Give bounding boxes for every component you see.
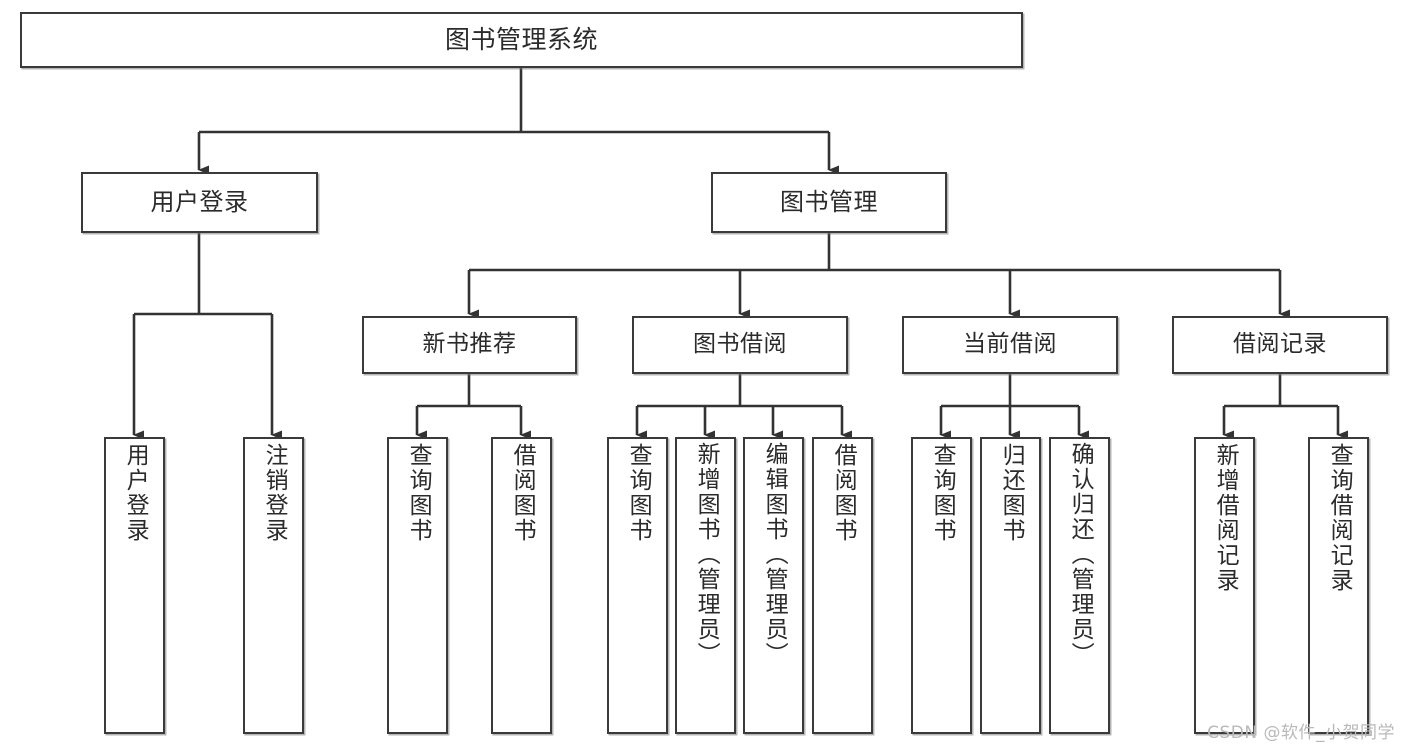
node-user-login[interactable]: 用户登录 [81,172,318,233]
node-label: 编辑图书（管理员） [761,442,788,667]
leaf-user-login-login[interactable]: 用户登录 [104,437,165,734]
leaf-borrow-edit-book-admin[interactable]: 编辑图书（管理员） [743,437,804,734]
node-label: 查询图书 [929,443,956,543]
leaf-user-login-logout[interactable]: 注销登录 [243,437,304,734]
leaf-current-query-book[interactable]: 查询图书 [911,437,972,734]
node-label: 图书管理 [780,188,878,217]
node-label: 借阅图书 [830,443,857,543]
leaf-current-confirm-return-admin[interactable]: 确认归还（管理员） [1049,437,1110,734]
node-label: 归还图书 [998,443,1025,543]
node-label: 查询借阅记录 [1326,443,1353,593]
node-book-management[interactable]: 图书管理 [711,172,947,233]
leaf-current-return-book[interactable]: 归还图书 [980,437,1041,734]
leaf-new-book-borrow[interactable]: 借阅图书 [491,437,552,734]
node-root-book-management-system[interactable]: 图书管理系统 [20,12,1023,68]
leaf-record-add-record[interactable]: 新增借阅记录 [1194,437,1255,734]
node-label: 借阅记录 [1233,331,1327,358]
node-label: 图书借阅 [693,331,787,358]
node-current-borrow[interactable]: 当前借阅 [902,316,1118,374]
node-label: 新增借阅记录 [1212,443,1239,593]
node-new-book-recommend[interactable]: 新书推荐 [362,316,577,374]
leaf-borrow-add-book-admin[interactable]: 新增图书（管理员） [675,437,736,734]
node-book-borrow[interactable]: 图书借阅 [632,316,848,374]
leaf-borrow-query-book[interactable]: 查询图书 [607,437,668,734]
leaf-borrow-borrow-book[interactable]: 借阅图书 [812,437,873,734]
node-label: 注销登录 [261,443,288,543]
leaf-new-book-query[interactable]: 查询图书 [387,437,448,734]
node-label: 新书推荐 [422,331,517,358]
node-label: 用户登录 [122,443,149,543]
node-label: 当前借阅 [963,331,1057,358]
node-label: 确认归还（管理员） [1067,442,1094,667]
node-label: 图书管理系统 [444,25,598,54]
node-label: 查询图书 [405,443,432,543]
node-borrow-record[interactable]: 借阅记录 [1172,316,1388,374]
node-label: 借阅图书 [509,443,536,543]
node-label: 新增图书（管理员） [693,442,720,667]
node-label: 查询图书 [625,443,652,543]
node-label: 用户登录 [150,188,249,217]
leaf-record-query-record[interactable]: 查询借阅记录 [1308,437,1369,734]
